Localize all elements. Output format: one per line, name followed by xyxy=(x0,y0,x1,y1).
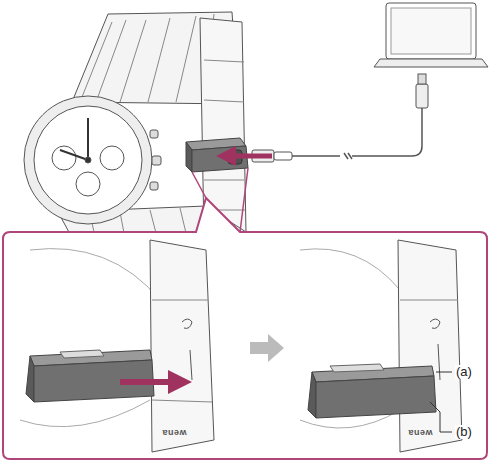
leader-lines xyxy=(430,372,452,432)
inset-pointer xyxy=(192,168,248,232)
label-holder: (a) xyxy=(455,365,473,379)
label-holder: wena xyxy=(162,428,187,437)
inset-after xyxy=(300,240,462,452)
callout-letter: (a) xyxy=(455,365,473,379)
watch-dial xyxy=(34,106,142,214)
usb-cable xyxy=(252,74,428,162)
watch-figure xyxy=(24,12,246,236)
laptop xyxy=(374,3,488,67)
step-arrow xyxy=(250,334,284,362)
brand-logo: wena xyxy=(162,428,187,437)
inset-before xyxy=(20,240,214,452)
watch-case xyxy=(24,96,152,224)
brand-logo: wena xyxy=(408,428,433,437)
inset-frame xyxy=(3,198,487,459)
insert-arrow xyxy=(226,154,272,159)
label-holder: (b) xyxy=(455,425,473,439)
label-holder: wena xyxy=(408,428,433,437)
callout-letter: (b) xyxy=(455,425,473,439)
slide-arrow xyxy=(120,379,180,385)
